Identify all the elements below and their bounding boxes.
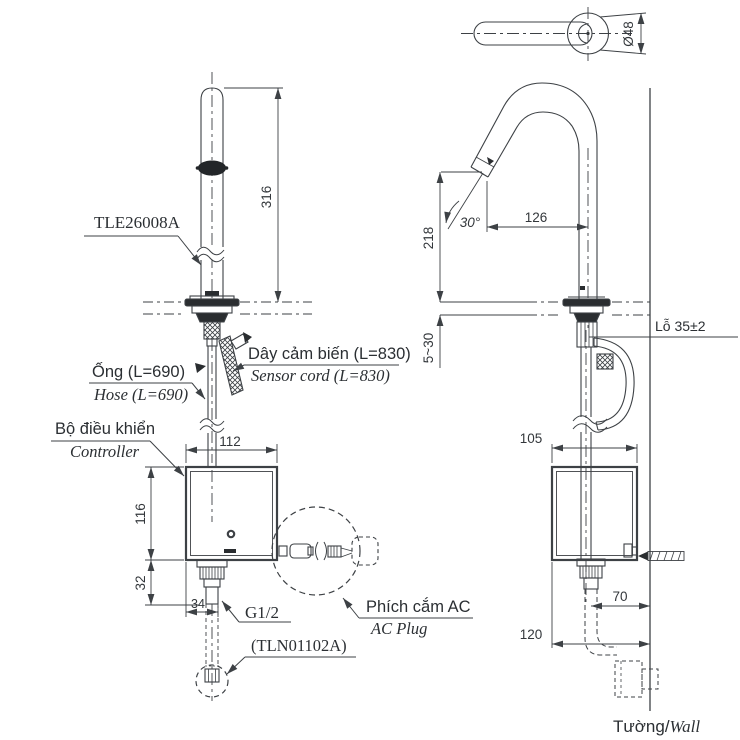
deck-lines-front [143, 301, 312, 315]
dim-text-valve-to-wall: 70 [612, 589, 627, 604]
label-ac-plug-vi: Phích cắm AC [366, 597, 471, 616]
dim-text-controller-width: 112 [219, 434, 241, 449]
label-sensor-cord-vi: Dây cảm biến (L=830) [248, 345, 411, 363]
faucet-body-front [196, 87, 225, 301]
dim-controller-height [145, 466, 184, 561]
deck-mount-front [184, 295, 240, 347]
dim-text-shank-width: 34 [191, 597, 205, 611]
dim-text-controller-height: 116 [133, 503, 148, 525]
front-view [51, 72, 473, 701]
spout-side [470, 82, 598, 332]
sensor-cord [195, 332, 252, 396]
label-wall: Tường/Wall [613, 717, 700, 736]
valve-side [576, 558, 606, 590]
side-view [436, 7, 738, 711]
dim-controller-below [145, 560, 199, 606]
dim-spout-angle [444, 172, 484, 230]
label-sensor-cord-en: Sensor cord (L=830) [251, 366, 390, 385]
label-controller-vi: Bộ điều khiển [55, 420, 155, 438]
dim-text-controller-below: 32 [133, 575, 148, 590]
dim-controller-width [185, 444, 278, 463]
dim-text-deck-thickness: 5~30 [421, 333, 436, 363]
label-thread: G1/2 [245, 603, 279, 622]
hose-side [572, 330, 608, 604]
label-ac-plug-en: AC Plug [370, 619, 427, 638]
dim-text-controller-to-wall: 120 [520, 627, 543, 642]
supply-stop-detail [195, 604, 229, 701]
dim-text-outlet-height: 218 [421, 227, 436, 250]
dim-text-spout-reach: 126 [525, 210, 548, 225]
dim-spout-height [224, 87, 283, 302]
deck-mount-side [562, 296, 635, 431]
label-hole: Lỗ 35±2 [655, 318, 706, 334]
controller-box-front [184, 465, 279, 562]
label-leaders-front [51, 235, 473, 675]
label-controller-en: Controller [70, 442, 140, 461]
controller-box-side [550, 465, 639, 562]
plan-view [461, 7, 647, 61]
wall-bracket-screw [623, 543, 685, 561]
controller-led [226, 529, 236, 539]
supply-pipe-dashed [584, 589, 659, 698]
label-accessory: (TLN01102A) [251, 636, 347, 655]
ac-plug-detail [271, 506, 379, 596]
dim-spout-diameter [599, 12, 647, 55]
dim-controller-to-wall [551, 562, 650, 648]
label-hose-en: Hose (L=690) [93, 385, 188, 404]
dim-text-spout-diameter: Ø48 [621, 21, 636, 47]
shank-front [196, 559, 228, 605]
label-hose-vi: Ống (L=690) [92, 361, 185, 381]
sensor-window [195, 160, 229, 176]
dim-outlet-height [436, 171, 482, 302]
dim-text-spout-angle: 30° [460, 215, 481, 230]
dim-spout-reach [486, 181, 588, 232]
dim-controller-depth [551, 444, 638, 463]
dim-text-spout-height: 316 [259, 186, 274, 209]
dim-text-controller-depth: 105 [520, 431, 543, 446]
deck-lines-side [440, 301, 650, 316]
label-model: TLE26008A [94, 213, 181, 232]
